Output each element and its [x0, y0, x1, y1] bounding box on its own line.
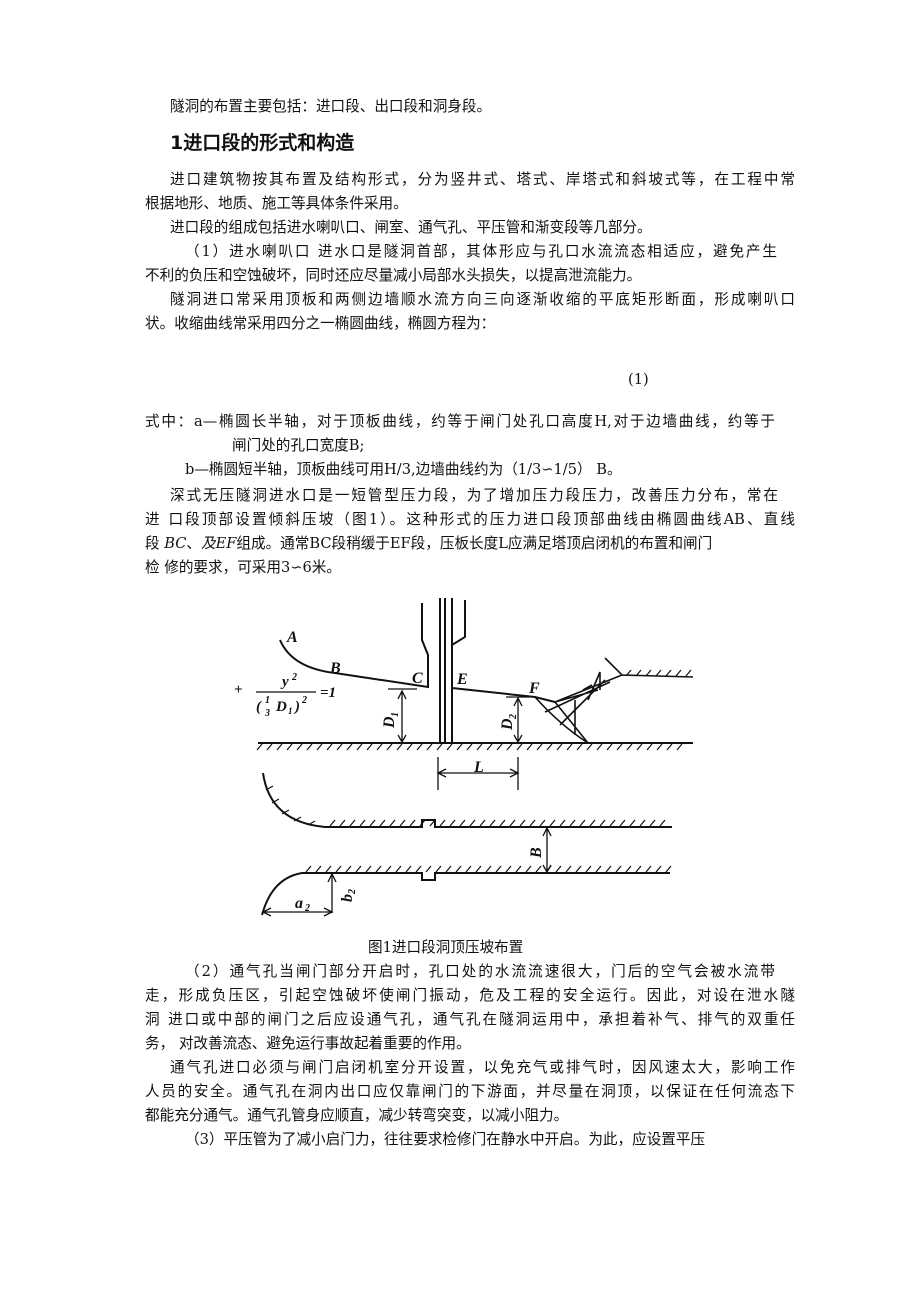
text-run: 组成。通常BC段稍缓于EF段，压板长度L应满足塔顶启闭机的布置和闸门 [236, 535, 713, 552]
paragraph-line: （3）平压管为了减小启门力，往往要求检修门在静水中开启。为此，应设置平压 [185, 1131, 706, 1148]
text-run: BC [164, 535, 187, 552]
paragraph-line: 检 修的要求，可采用3∽6米。 [145, 559, 341, 576]
d1-ref-line [388, 688, 530, 698]
formula-num-sup: 2 [291, 672, 297, 683]
paragraph-line: 闸门处的孔口宽度B; [232, 437, 365, 454]
text-run: 、 [186, 535, 202, 552]
label-b2: b [339, 894, 356, 902]
label-d2-sub: 2 [508, 714, 519, 720]
label-b: B [329, 660, 341, 677]
paragraph-line: 段 BC、及EF组成。通常BC段稍缓于EF段，压板长度L应满足塔顶启闭机的布置和… [145, 535, 712, 553]
formula-den-close: ) [293, 699, 300, 715]
text-run: 段 [145, 535, 165, 552]
paragraph-line: 深式无压隧洞进水口是一短管型压力段，为了增加压力段压力，改善压力分布，常在 [170, 487, 778, 504]
paragraph-line: 务， 对改善流态、避免运行事故起着重要的作用。 [145, 1035, 471, 1052]
paragraph-line: 都能充分通气。通气孔管身应顺直，减少转弯突变，以减小阻力。 [145, 1107, 569, 1124]
d1-dimension [397, 689, 407, 744]
label-f: F [528, 680, 540, 697]
formula-frac-n: 1 [265, 695, 270, 706]
label-a2-sub: 2 [304, 903, 310, 914]
paragraph-line: 洞 进口或中部的闸门之后应设通气孔，通气孔在隧洞运用中，承担着补气、排气的双重任 [145, 1011, 795, 1028]
paragraph-line: 进 口段顶部设置倾斜压坡（图1）。这种形式的压力进口段顶部曲线由椭圆曲线AB、直… [145, 511, 795, 528]
paragraph-line: 隧洞进口常采用顶板和两侧边墙顺水流方向三向逐渐收缩的平底矩形断面，形成喇叭口 [170, 291, 795, 308]
paragraph-line: 人员的安全。通气孔在洞内出口应仅靠闸门的下游面，并尽量在洞顶，以保证在任何流态下 [145, 1083, 795, 1100]
formula-plus: + [234, 682, 243, 698]
section-heading: 1进口段的形式和构造 [170, 132, 355, 154]
equation-number: (1) [628, 371, 649, 388]
formula-den-sup: 2 [301, 695, 307, 706]
paragraph-line: 走，形成负压区，引起空蚀破坏使闸门振动，危及工程的安全运行。因此，对设在泄水隧 [145, 987, 795, 1004]
d2-dimension [513, 696, 523, 744]
ellipse-formula: + y 2 ( 1 3 D 1 ) 2 =1 [234, 672, 336, 719]
paragraph-line: （1）进水喇叭口 进水口是隧洞首部，其体形应与孔口水流流态相适应，避免产生 [185, 243, 777, 260]
label-d1-sub: 1 [390, 712, 401, 717]
paragraph-line: 不利的负压和空蚀破坏，同时还应尽量减小局部水头损失，以提高泄流能力。 [145, 267, 642, 284]
roof-curve-abc [279, 603, 429, 689]
paragraph-line: b—椭圆短半轴，顶板曲线可用H/3,边墙曲线约为（1/3∽1/5） B。 [185, 461, 622, 478]
formula-eq: =1 [320, 685, 336, 701]
paragraph-line: 通气孔进口必须与闸门启闭机室分开设置，以免充气或排气时，因风速太大，影响工作 [170, 1059, 795, 1076]
label-c: C [412, 670, 423, 687]
a2-dimension [261, 907, 334, 917]
gate-slot [439, 598, 466, 743]
b2-dimension [327, 872, 337, 913]
label-d1: D [381, 716, 398, 729]
paragraph-line: 式中：a—椭圆长半轴，对于顶板曲线，约等于闸门处孔口高度H,对于边墙曲线，约等于 [145, 413, 775, 430]
l-dimension [436, 757, 520, 790]
label-d2: D [499, 718, 516, 731]
hatch-marks [256, 669, 692, 873]
formula-den-sub: 1 [288, 706, 293, 716]
paragraph-line: （2）通气孔当闸门部分开启时，孔口处的水流流速很大，门后的空气会被水流带 [185, 963, 775, 980]
figure-caption: 图1进口段洞顶压坡布置 [368, 939, 524, 956]
plan-bottom-wall [261, 872, 670, 916]
label-l: L [473, 759, 484, 776]
label-a: A [286, 629, 298, 646]
formula-den-var: D [275, 699, 287, 715]
paragraph-line: 根据地形、地质、施工等具体条件采用。 [145, 195, 408, 212]
formula-den-open: ( [256, 699, 262, 715]
formula-num: y [280, 674, 289, 690]
label-e: E [456, 671, 468, 688]
paragraph-line: 状。收缩曲线常采用四分之一椭圆曲线，椭圆方程为： [145, 315, 496, 332]
paragraph-line: 进口段的组成包括进水喇叭口、闸室、通气孔、平压管和渐变段等几部分。 [170, 219, 652, 236]
label-b-width: B [528, 847, 545, 859]
text-run: 及EF [201, 535, 237, 552]
paragraph-line: 进口建筑物按其布置及结构形式，分为竖井式、塔式、岸塔式和斜坡式等，在工程中常 [170, 171, 795, 188]
formula-frac-d: 3 [264, 708, 270, 719]
b-dimension [542, 826, 552, 874]
radial-gate [534, 657, 694, 744]
ground-hatching [256, 669, 692, 873]
label-b2-sub: 2 [347, 889, 358, 895]
plan-top-wall [262, 772, 672, 828]
intro-text: 隧洞的布置主要包括：进口段、出口段和洞身段。 [170, 98, 492, 115]
label-a2: a [295, 895, 303, 912]
